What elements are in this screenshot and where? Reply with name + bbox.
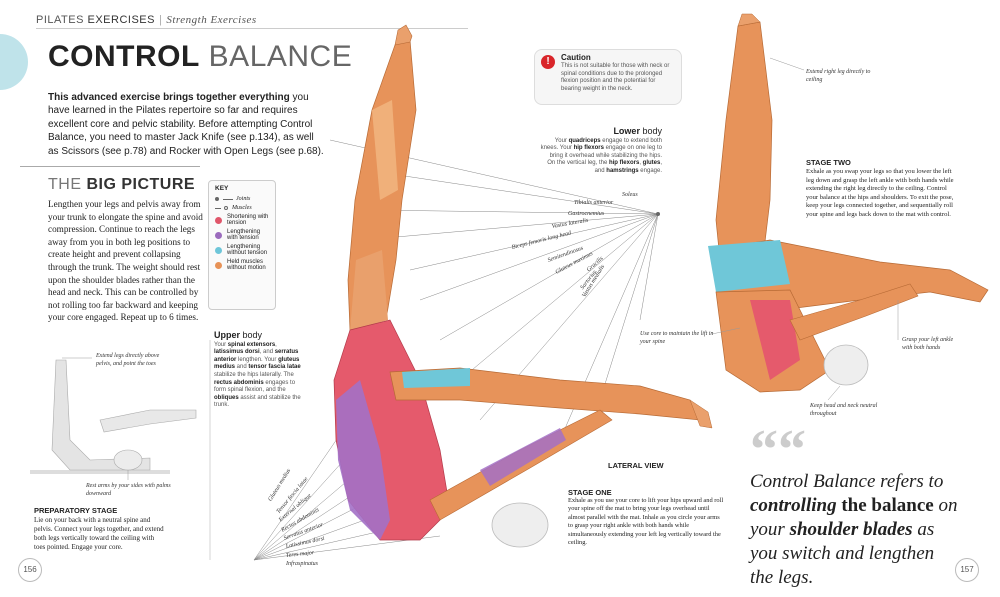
lower-text-2: engage to extend both knees. Your bbox=[540, 137, 662, 152]
prep-callout-legs: Extend legs directly above pelvis, and p… bbox=[96, 353, 160, 367]
key-joints: Joints bbox=[236, 196, 251, 202]
lower-body-leader-origin bbox=[656, 212, 660, 216]
header-section-bold: EXERCISES bbox=[87, 14, 155, 26]
key-swatch-orange bbox=[215, 261, 222, 269]
prep-title: PREPARATORY STAGE bbox=[34, 506, 118, 515]
label-gastrocnemius: Gastrocnemius bbox=[568, 211, 605, 217]
stage-two-title: STAGE TWO bbox=[806, 158, 851, 167]
caution-box: ! Caution This is not suitable for those… bbox=[534, 49, 682, 105]
section-divider bbox=[20, 166, 200, 167]
upper-b2: latissimus dorsi bbox=[214, 349, 260, 356]
big-picture-title-bold: BIG PICTURE bbox=[86, 176, 196, 193]
caution-title: Caution bbox=[561, 53, 591, 62]
caution-text: This is not suitable for those with neck… bbox=[561, 63, 670, 92]
lower-text-6: engage. bbox=[638, 167, 662, 174]
caution-icon: ! bbox=[541, 55, 555, 69]
lower-b4: glutes bbox=[642, 160, 661, 167]
stage-two-callout-neck: Keep head and neck neutral throughout bbox=[810, 403, 878, 417]
intro-body: you have learned in the Pilates repertoi… bbox=[48, 92, 324, 157]
quote-t1: Control Balance refers to bbox=[750, 471, 944, 492]
stage-one-figure bbox=[333, 24, 713, 548]
lower-text-1: Your bbox=[554, 137, 569, 144]
lower-body-title-bold: Lower bbox=[613, 126, 640, 136]
stage-two-callout-leg: Extend right leg directly to ceiling bbox=[806, 69, 871, 83]
key-item-lengthening: Lengthening with tension bbox=[227, 229, 261, 241]
lower-b5: hamstrings bbox=[606, 167, 639, 174]
key-swatch-blue bbox=[215, 246, 222, 254]
key-item-shortening: Shortening with tension bbox=[227, 214, 269, 226]
lower-b2: hip flexors bbox=[573, 145, 604, 152]
stage-two-callout-ankle: Grasp your left ankle with both hands bbox=[902, 337, 954, 351]
upper-b1: spinal extensors bbox=[227, 341, 276, 348]
big-picture-title-light: THE bbox=[48, 176, 82, 193]
title-bold: CONTROL bbox=[48, 40, 200, 73]
lower-text-5: , and bbox=[594, 160, 662, 174]
label-soleus: Soleus bbox=[622, 192, 638, 198]
quote-t2: on your bbox=[750, 495, 958, 540]
upper-t1: Your bbox=[214, 341, 228, 348]
quote-b1: controlling bbox=[750, 495, 837, 516]
prep-callout-arms: Rest arms by your sides with palms downw… bbox=[86, 483, 171, 497]
big-picture-text: Lengthen your legs and pelvis away from … bbox=[48, 199, 203, 323]
label-tibialis-anterior: Tibialis anterior bbox=[574, 200, 614, 206]
title-light: BALANCE bbox=[208, 40, 353, 73]
label-infraspinatus: Infraspinatus bbox=[286, 561, 319, 567]
pull-quote: Control Balance refers to controlling th… bbox=[750, 470, 962, 590]
core-callout: Use core to maintain the lift in your sp… bbox=[640, 331, 714, 345]
upper-b3: serratus anterior bbox=[214, 349, 299, 363]
stage-two-figure bbox=[708, 13, 989, 393]
intro-lead: This advanced exercise brings together e… bbox=[48, 92, 290, 103]
upper-t3: , and bbox=[259, 349, 275, 356]
upper-b7: obliques bbox=[214, 394, 239, 401]
upper-t2: , bbox=[275, 341, 277, 348]
key-item-held: Held muscles without motion bbox=[227, 259, 266, 271]
stage-one-title: STAGE ONE bbox=[568, 488, 612, 497]
page-title: CONTROL BALANCE bbox=[48, 40, 352, 74]
lower-body-block: Lower body Your quadriceps engage to ext… bbox=[540, 126, 662, 176]
upper-b4: gluteus medius bbox=[214, 356, 300, 371]
page-number-left: 156 bbox=[18, 558, 42, 582]
key-swatch-red bbox=[215, 216, 222, 224]
upper-t5: and bbox=[235, 364, 249, 371]
lower-b1: quadriceps bbox=[568, 137, 601, 144]
upper-t4: lengthen. Your bbox=[236, 356, 279, 363]
page-number-right: 157 bbox=[955, 558, 979, 582]
quote-b2: the balance bbox=[836, 495, 934, 516]
header-rule bbox=[36, 28, 468, 29]
upper-t6: stabilize the hips laterally. The bbox=[214, 371, 294, 378]
upper-t7: engages to form spinal flexion, and the bbox=[214, 379, 296, 394]
header-subsection: Strength Exercises bbox=[166, 14, 257, 26]
quote-t3: as you switch and lengthen the legs. bbox=[750, 519, 935, 588]
lower-b3: hip flexors bbox=[608, 160, 640, 167]
upper-t8: assist and stabilize the trunk. bbox=[214, 394, 301, 409]
key-muscles: Muscles bbox=[232, 205, 252, 211]
muscle-key: KEY Joints Muscles Shortening with tensi… bbox=[208, 180, 276, 310]
upper-body-title: Upper bbox=[214, 330, 241, 340]
preparatory-figure bbox=[30, 359, 197, 474]
big-picture-title: THE BIG PICTURE bbox=[48, 176, 195, 194]
upper-b6: rectus abdominis bbox=[214, 379, 264, 386]
quote-b3: shoulder blades bbox=[789, 519, 913, 540]
lower-text-3: engage on one leg to bring it overhead w… bbox=[547, 145, 662, 167]
stage-two-text: Exhale as you swap your legs so that you… bbox=[806, 168, 954, 218]
header-section: PILATES bbox=[36, 14, 84, 26]
intro-paragraph: This advanced exercise brings together e… bbox=[48, 91, 324, 158]
upper-body-block: Upper body Your spinal extensors, latiss… bbox=[214, 330, 306, 410]
upper-b5: tensor fascia latae bbox=[248, 364, 301, 371]
key-item-lengthening-no-tension: Lengthening without tension bbox=[227, 244, 268, 256]
lower-body-title-light: body bbox=[642, 126, 662, 136]
lateral-view-label: LATERAL VIEW bbox=[608, 461, 664, 470]
prep-text: Lie on your back with a neutral spine an… bbox=[34, 516, 164, 551]
stage-one-text: Exhale as you use your core to lift your… bbox=[568, 497, 724, 547]
key-title: KEY bbox=[215, 185, 229, 192]
key-swatch-purple bbox=[215, 231, 222, 239]
running-header: PILATES EXERCISES|Strength Exercises bbox=[36, 14, 257, 26]
upper-body-title-light: body bbox=[242, 330, 263, 340]
quote-mark-icon: ““ bbox=[750, 419, 806, 481]
lower-text-4: , bbox=[639, 160, 643, 167]
